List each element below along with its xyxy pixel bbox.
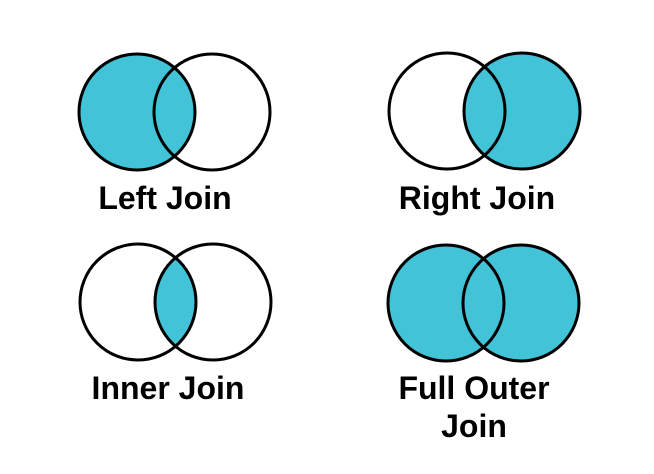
right-join-right-circle-fill [464, 53, 580, 169]
right-join-right-circle-outline [462, 51, 582, 171]
venn-right-join [387, 51, 582, 171]
full-outer-join-label-line1: Full Outer [398, 370, 550, 406]
venn-full-outer-join [386, 243, 581, 363]
full-outer-join-right-circle-outline [461, 243, 581, 363]
venn-inner-join [78, 242, 273, 362]
left-join-label: Left Join [98, 180, 232, 216]
right-join-left-circle-outline [387, 51, 507, 171]
full-outer-join-right-circle-fill [463, 245, 579, 361]
left-join-right-circle-outline [152, 52, 272, 172]
full-outer-join-label-line2: Join [441, 408, 507, 444]
inner-join-label: Inner Join [91, 370, 245, 406]
right-join-label: Right Join [398, 180, 556, 216]
full-outer-join-left-circle-outline [386, 243, 506, 363]
inner-join-intersection-lens [154, 257, 197, 347]
venn-left-join [77, 52, 272, 172]
left-join-left-circle-outline [77, 52, 197, 172]
left-join-left-circle-fill [79, 54, 195, 170]
inner-join-right-circle-outline [153, 242, 273, 362]
inner-join-left-circle-outline [78, 242, 198, 362]
full-outer-join-label: Full Outer Join [314, 369, 634, 445]
